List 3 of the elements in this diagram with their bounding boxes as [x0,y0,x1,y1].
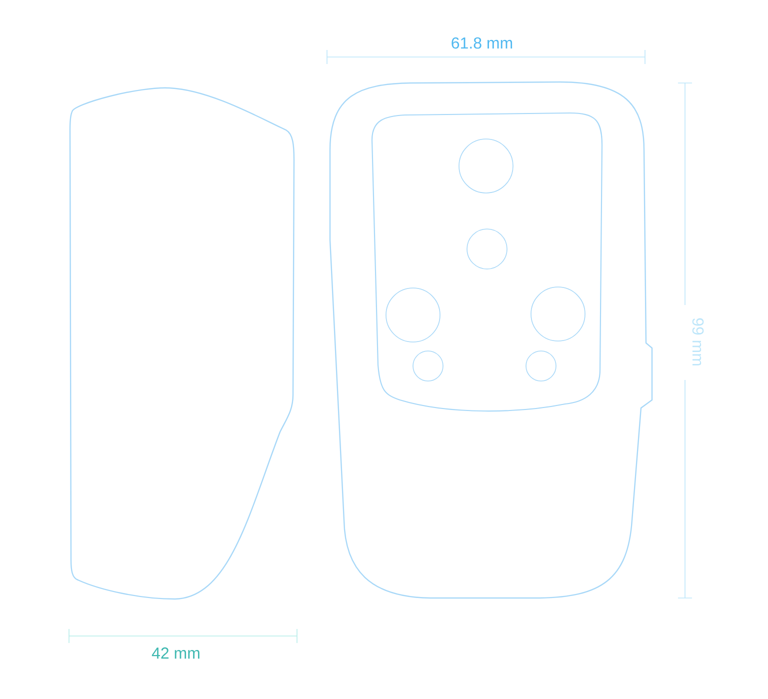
dimension-label: 61.8 mm [452,37,512,49]
dimension-label: 99 mm [692,318,704,366]
dimension-label: 42 mm [152,647,200,659]
